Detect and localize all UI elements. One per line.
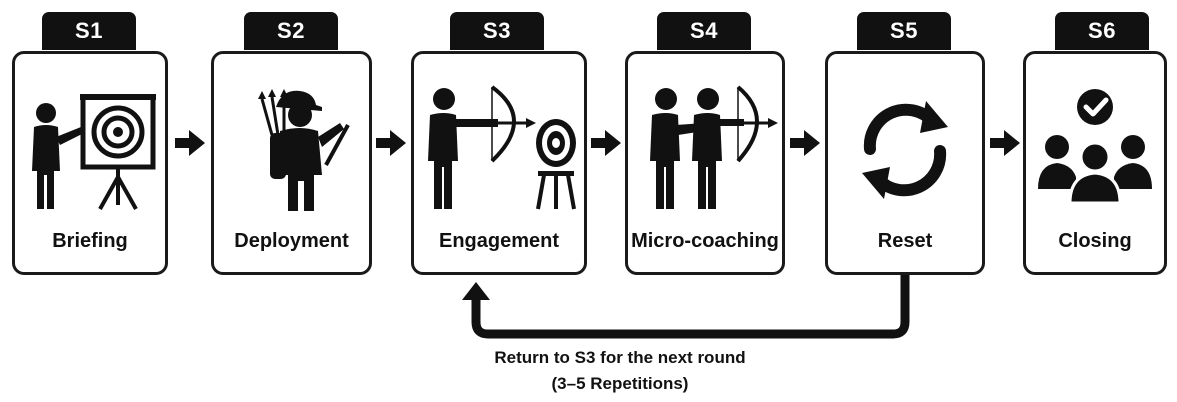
step-card-closing: Closing bbox=[1023, 51, 1167, 275]
presentation-target-icon bbox=[32, 94, 156, 210]
loop-caption-line2: (3–5 Repetitions) bbox=[551, 374, 689, 393]
step-card-micro-coaching: Micro-coaching bbox=[625, 51, 785, 275]
flow-arrow-icon bbox=[591, 130, 621, 156]
flow-arrow-icon bbox=[376, 130, 406, 156]
step-label-deployment: Deployment bbox=[234, 230, 349, 252]
step-tag-s6: S6 bbox=[1055, 12, 1149, 50]
flow-arrow-icon bbox=[790, 130, 820, 156]
step-tag-s4: S4 bbox=[657, 12, 751, 50]
flow-arrow-icon bbox=[990, 130, 1020, 156]
loop-arrowhead-icon bbox=[462, 282, 490, 300]
step-tag-s1: S1 bbox=[42, 12, 136, 50]
loop-caption-line1: Return to S3 for the next round bbox=[494, 348, 746, 367]
step-label-closing: Closing bbox=[1058, 230, 1132, 252]
group-checkmark-icon bbox=[1038, 89, 1152, 205]
step-card-briefing: Briefing bbox=[12, 51, 168, 275]
flow-arrow-icon bbox=[175, 130, 205, 156]
step-label-briefing: Briefing bbox=[52, 230, 128, 252]
refresh-cycle-icon bbox=[862, 101, 948, 199]
step-label-engagement: Engagement bbox=[438, 230, 560, 252]
step-tag-s2: S2 bbox=[244, 12, 338, 50]
step-card-deployment: Deployment bbox=[211, 51, 372, 275]
step-label-reset: Reset bbox=[877, 230, 933, 252]
step-tag-s3: S3 bbox=[450, 12, 544, 50]
coach-with-archer-icon bbox=[650, 85, 778, 209]
step-card-reset: Reset bbox=[825, 51, 985, 275]
archer-with-quiver-icon bbox=[257, 89, 350, 211]
step-card-engagement: Engagement bbox=[411, 51, 587, 275]
archer-aiming-target-icon bbox=[428, 85, 576, 210]
step-tag-s5: S5 bbox=[857, 12, 951, 50]
step-label-micro-coaching: Micro-coaching bbox=[631, 230, 779, 252]
